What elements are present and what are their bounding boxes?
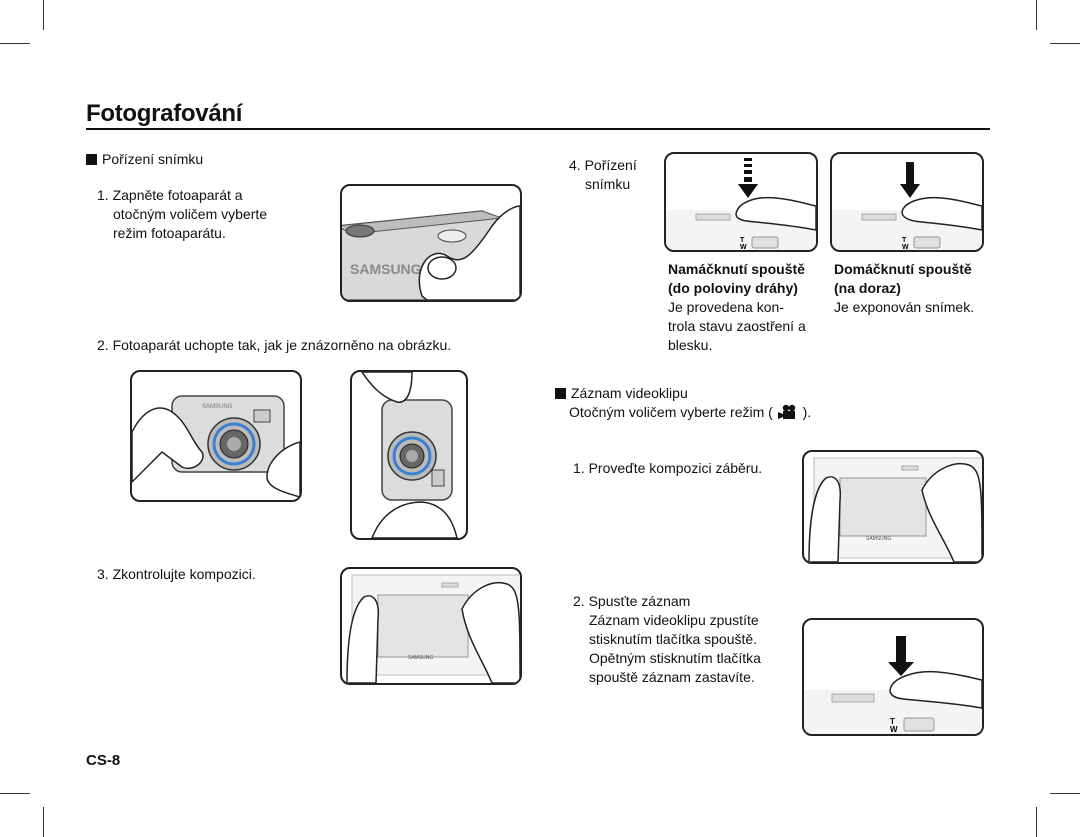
- crop-mark: [1050, 793, 1080, 794]
- crop-mark: [1036, 0, 1037, 30]
- illustration-full-press: T W: [830, 152, 984, 252]
- zoom-w-label: W: [740, 244, 747, 250]
- zoom-t-label: T: [740, 237, 745, 244]
- crop-mark: [43, 0, 44, 30]
- half-press-text: blesku.: [668, 337, 713, 353]
- crop-mark: [1050, 43, 1080, 44]
- video-select-line: Otočným voličem vyberte režim ( ).: [569, 403, 811, 422]
- illustration-hold-vertical: [350, 370, 468, 540]
- half-press-heading: Namáčknutí spouště: [668, 261, 805, 277]
- video-step-2-text: spouště záznam zastavíte.: [589, 669, 755, 685]
- video-select-text: Otočným voličem vyberte režim (: [569, 404, 773, 420]
- step-1-line: otočným voličem vyberte: [113, 206, 268, 222]
- step-1: 1. Zapněte fotoaparát a otočným voličem …: [97, 186, 267, 243]
- video-step-2-heading: 2. Spusťte záznam: [573, 593, 691, 609]
- step-1-line: režim fotoaparátu.: [113, 225, 226, 241]
- section-heading-text: Pořízení snímku: [102, 151, 204, 167]
- brand-logo-text: SAMSUNG: [202, 404, 233, 410]
- video-step-1: 1. Proveďte kompozici záběru.: [573, 460, 763, 476]
- title-rule: [86, 128, 990, 130]
- video-step-2-text: stisknutím tlačítka spouště.: [589, 631, 758, 647]
- full-press-heading: Domáčknutí spouště: [834, 261, 972, 277]
- video-step-2-text: Opětným stisknutím tlačítka: [589, 650, 761, 666]
- full-press-caption: Domáčknutí spouště (na doraz) Je exponov…: [834, 260, 974, 317]
- half-press-heading: (do poloviny dráhy): [668, 280, 798, 296]
- illustration-hold-horizontal: SAMSUNG: [130, 370, 302, 502]
- brand-logo-text: SAMSUNG: [350, 261, 422, 277]
- illustration-half-press: T W: [664, 152, 818, 252]
- section-heading-text: Záznam videoklipu: [571, 385, 688, 401]
- step-3: 3. Zkontrolujte kompozici.: [97, 566, 256, 582]
- crop-mark: [1036, 807, 1037, 837]
- zoom-w-label: W: [902, 244, 909, 250]
- full-press-text: Je exponován snímek.: [834, 299, 975, 315]
- arrow-down-icon: [900, 162, 920, 198]
- illustration-video-composition: SAMSUNG: [802, 450, 984, 564]
- crop-mark: [43, 807, 44, 837]
- zoom-t-label: T: [902, 237, 907, 244]
- zoom-t-label: T: [890, 717, 895, 726]
- video-step-2: 2. Spusťte záznam Záznam videoklipu zpus…: [573, 592, 761, 687]
- step-4-line: snímku: [585, 176, 631, 192]
- crop-mark: [0, 43, 30, 44]
- full-press-heading: (na doraz): [834, 280, 901, 296]
- half-press-text: Je provedena kon-: [668, 299, 784, 315]
- section-heading-photo: Pořízení snímku: [86, 150, 203, 169]
- step-1-line: 1. Zapněte fotoaparát a: [97, 187, 243, 203]
- bullet-square-icon: [555, 388, 566, 399]
- brand-logo-text: SAMSUNG: [408, 655, 433, 661]
- section-heading-video: Záznam videoklipu: [555, 384, 688, 403]
- bullet-square-icon: [86, 154, 97, 165]
- crop-mark: [0, 793, 30, 794]
- page-title: Fotografování: [86, 100, 243, 127]
- video-select-text: ).: [802, 404, 812, 420]
- movie-camera-icon: [777, 404, 799, 420]
- step-4-line: 4. Pořízení: [569, 157, 637, 173]
- arrow-down-icon: [888, 636, 914, 676]
- brand-logo-text: SAMSUNG: [866, 536, 891, 542]
- illustration-composition: SAMSUNG: [340, 567, 522, 685]
- half-press-text: trola stavu zaostření a: [668, 318, 806, 334]
- dashed-arrow-down-icon: [738, 158, 758, 198]
- step-2: 2. Fotoaparát uchopte tak, jak je znázor…: [97, 337, 452, 353]
- illustration-video-record: T W: [802, 618, 984, 736]
- illustration-mode-dial: SAMSUNG: [340, 184, 522, 302]
- page-number: CS-8: [86, 752, 121, 769]
- zoom-w-label: W: [890, 725, 898, 734]
- half-press-caption: Namáčknutí spouště (do poloviny dráhy) J…: [668, 260, 806, 355]
- step-4: 4. Pořízení snímku: [569, 156, 637, 194]
- video-step-2-text: Záznam videoklipu zpustíte: [589, 612, 759, 628]
